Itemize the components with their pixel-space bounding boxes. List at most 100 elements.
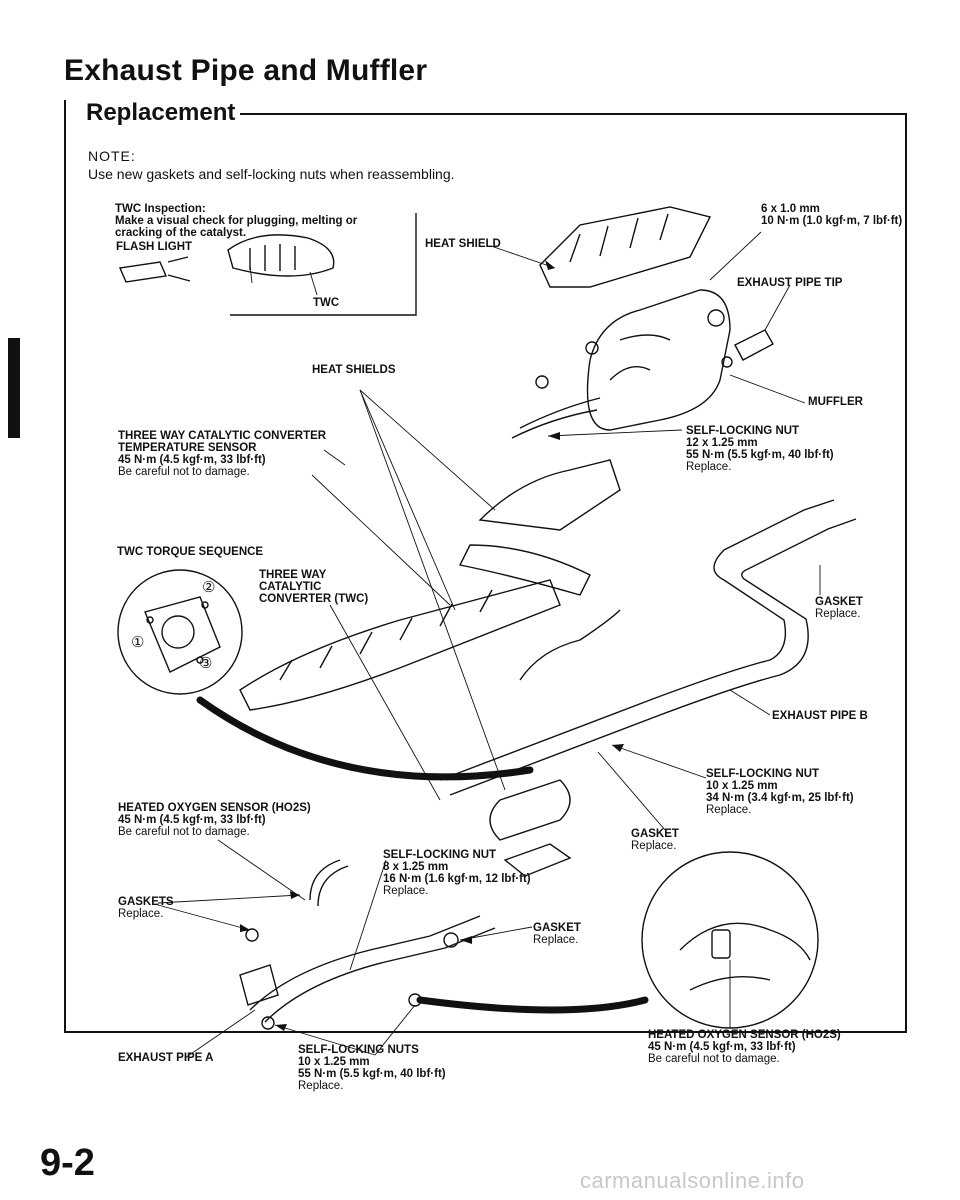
heat-shield-lower-icon: [458, 544, 591, 596]
exhaust-pipe-b-label: EXHAUST PIPE B: [772, 710, 868, 722]
gaskets-left-name: GASKETS: [118, 896, 174, 908]
twc-inspection-line1: Make a visual check for plugging, meltin…: [115, 215, 358, 227]
gaskets-left-note: Replace.: [118, 908, 164, 920]
nut-mid-note: Replace.: [706, 804, 752, 816]
ho2s-left-callout: HEATED OXYGEN SENSOR (HO2S) 45 N·m (4.5 …: [118, 802, 311, 838]
gasket-icon: [443, 932, 459, 948]
gasket-mid-icon: [503, 843, 572, 877]
note-heading: NOTE:: [88, 148, 136, 164]
nut-top-note: Replace.: [686, 461, 732, 473]
temp-sensor-wire: [519, 609, 621, 681]
temp-sensor-line1: THREE WAY CATALYTIC CONVERTER: [118, 430, 327, 442]
twc-line1: THREE WAY: [259, 569, 327, 581]
page-title: Exhaust Pipe and Muffler: [64, 54, 428, 87]
ho2s-sensor-icon: [711, 929, 731, 959]
gasket-low-note: Replace.: [533, 934, 579, 946]
connection-arc-lower: [416, 996, 649, 1014]
note-text: Use new gaskets and self-locking nuts wh…: [88, 166, 455, 182]
twc-inspection-heading: TWC Inspection:: [115, 203, 206, 215]
nuts-bottom-note: Replace.: [298, 1080, 344, 1092]
ho2s-left-name: HEATED OXYGEN SENSOR (HO2S): [118, 802, 311, 814]
nut-mid-torque: 34 N·m (3.4 kgf·m, 25 lbf·ft): [706, 792, 854, 804]
nut-low-size: 8 x 1.25 mm: [383, 861, 449, 873]
inspection-inset-frame: [230, 213, 417, 316]
heat-shield-top-icon: [539, 206, 712, 288]
watermark: carmanualsonline.info: [580, 1168, 805, 1193]
gasket-low-name: GASKET: [533, 922, 581, 934]
twc-inspection-block: TWC Inspection: Make a visual check for …: [115, 203, 357, 239]
exhaust-pipe-tip-icon: [734, 329, 774, 361]
gasket-right-name: GASKET: [815, 596, 863, 608]
bolt-size: 6 x 1.0 mm: [761, 203, 820, 215]
exhaust-pipe-a-flange: [239, 964, 279, 1006]
gasket-mid-callout: GASKET Replace.: [631, 828, 679, 852]
ho2s-left-note: Be careful not to damage.: [118, 826, 250, 838]
flash-light-icon: [118, 256, 191, 283]
twc-line2: CATALYTIC: [259, 581, 322, 593]
flash-light-label: FLASH LIGHT: [116, 241, 193, 253]
temp-sensor-note: Be careful not to damage.: [118, 466, 250, 478]
content-frame: [64, 113, 907, 1033]
nut-icon: [585, 341, 599, 355]
nut-mid-size: 10 x 1.25 mm: [706, 780, 778, 792]
twc-heat-shield-icon: [239, 579, 561, 711]
ho2s-right-name: HEATED OXYGEN SENSOR (HO2S): [648, 1029, 841, 1041]
nut-top-name: SELF-LOCKING NUT: [686, 425, 800, 437]
gasket-right-note: Replace.: [815, 608, 861, 620]
twc-inspection-line2: cracking of the catalyst.: [115, 227, 247, 239]
section-tab-marker: [8, 338, 20, 438]
nuts-bottom-size: 10 x 1.25 mm: [298, 1056, 370, 1068]
twc-flange-icon: [144, 596, 221, 673]
nut-low-torque: 16 N·m (1.6 kgf·m, 12 lbf·ft): [383, 873, 531, 885]
frame-corner: [64, 100, 66, 114]
nut-icon: [707, 309, 725, 327]
muffler-icon: [586, 289, 731, 431]
gasket-right-callout: GASKET Replace.: [815, 596, 863, 620]
ho2s-right-torque: 45 N·m (4.5 kgf·m, 33 lbf·ft): [648, 1041, 796, 1053]
self-locking-nut-low-callout: SELF-LOCKING NUT 8 x 1.25 mm 16 N·m (1.6…: [383, 849, 531, 897]
ho2s-wire: [309, 859, 349, 907]
heat-shields-label: HEAT SHIELDS: [312, 364, 396, 376]
temp-sensor-torque: 45 N·m (4.5 kgf·m, 33 lbf·ft): [118, 454, 266, 466]
sequence-1: ①: [131, 634, 145, 651]
self-locking-nut-top-callout: SELF-LOCKING NUT 12 x 1.25 mm 55 N·m (5.…: [686, 425, 834, 473]
self-locking-nut-mid-callout: SELF-LOCKING NUT 10 x 1.25 mm 34 N·m (3.…: [706, 768, 854, 816]
section-heading: Replacement: [86, 99, 236, 126]
nuts-bottom-torque: 55 N·m (5.5 kgf·m, 40 lbf·ft): [298, 1068, 446, 1080]
twc-inset-label: TWC: [313, 297, 340, 309]
gasket-mid-note: Replace.: [631, 840, 677, 852]
gaskets-left-callout: GASKETS Replace.: [118, 896, 174, 920]
twc-body-icon: [489, 779, 571, 841]
ho2s-right-note: Be careful not to damage.: [648, 1053, 780, 1065]
exhaust-pipe-b: [439, 499, 835, 781]
sequence-2: ②: [202, 579, 216, 596]
heat-shield-upper-icon: [478, 459, 621, 531]
nut-low-note: Replace.: [383, 885, 429, 897]
nut-icon: [535, 375, 549, 389]
nut-icon: [721, 356, 733, 368]
gasket-low-callout: GASKET Replace.: [533, 922, 581, 946]
exhaust-pipe-a-label: EXHAUST PIPE A: [118, 1052, 214, 1064]
temp-sensor-line2: TEMPERATURE SENSOR: [118, 442, 257, 454]
nut-mid-name: SELF-LOCKING NUT: [706, 768, 820, 780]
muffler-label: MUFFLER: [808, 396, 863, 408]
self-locking-nuts-bottom-callout: SELF-LOCKING NUTS 10 x 1.25 mm 55 N·m (5…: [298, 1044, 446, 1092]
sequence-3: ③: [199, 655, 213, 672]
ho2s-left-torque: 45 N·m (4.5 kgf·m, 33 lbf·ft): [118, 814, 266, 826]
page-number: 9-2: [40, 1142, 95, 1184]
twc-callout: THREE WAY CATALYTIC CONVERTER (TWC): [259, 569, 368, 605]
heat-shield-label: HEAT SHIELD: [425, 238, 501, 250]
gasket-mid-name: GASKET: [631, 828, 679, 840]
section-rule: [240, 113, 905, 115]
temp-sensor-callout: THREE WAY CATALYTIC CONVERTER TEMPERATUR…: [118, 430, 326, 478]
bolt-torque: 10 N·m (1.0 kgf·m, 7 lbf·ft): [761, 215, 903, 227]
twc-torque-sequence-label: TWC TORQUE SEQUENCE: [117, 546, 264, 558]
exhaust-pipe-tip-label: EXHAUST PIPE TIP: [737, 277, 843, 289]
exhaust-pipe-a: [249, 915, 496, 1023]
gasket-icon: [245, 928, 259, 942]
inspection-catalyst-icon: [227, 234, 335, 277]
connection-arc-upper: [196, 696, 534, 781]
ho2s-right-callout: HEATED OXYGEN SENSOR (HO2S) 45 N·m (4.5 …: [648, 1029, 841, 1065]
nut-top-size: 12 x 1.25 mm: [686, 437, 758, 449]
